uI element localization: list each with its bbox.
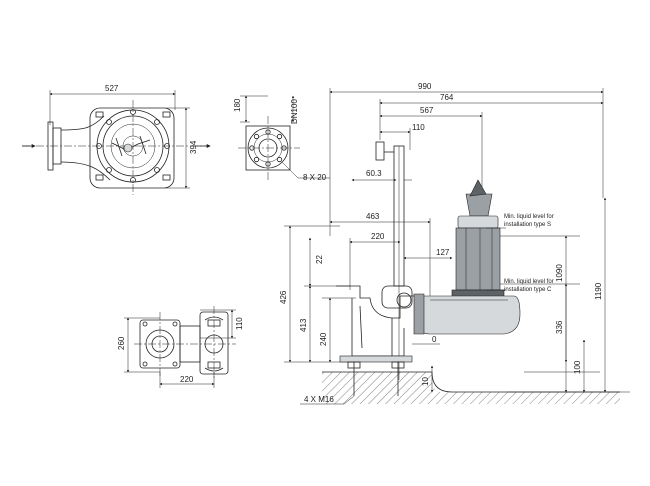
side-dim-567: 567 — [420, 106, 434, 115]
side-dim-764: 764 — [440, 93, 454, 102]
base-view: 260 110 220 — [117, 306, 244, 388]
anchor-spec: 4 X M16 — [304, 395, 334, 404]
liquid-level-s-line2: installation type S — [504, 222, 551, 228]
liquid-level-c-line2: installation type C — [504, 287, 552, 293]
top-dim-height: 394 — [189, 140, 198, 154]
side-dim-413: 413 — [299, 318, 308, 332]
side-dim-127: 127 — [436, 248, 450, 257]
side-dim-10: 10 — [421, 377, 430, 386]
liquid-level-c-line1: Min. liquid level for — [504, 279, 554, 285]
side-dim-240: 240 — [319, 332, 328, 346]
side-dim-110: 110 — [412, 123, 425, 132]
side-dim-220: 220 — [371, 232, 385, 241]
side-dim-1190: 1190 — [594, 282, 603, 300]
side-view: 990 764 567 110 60.3 463 220 127 426 22 … — [279, 82, 630, 405]
flange-view: 180 DN100 8 X 20 — [233, 95, 330, 182]
base-dim-110: 110 — [235, 317, 244, 330]
liquid-level-s-line1: Min. liquid level for — [504, 214, 554, 220]
side-dim-0: 0 — [432, 335, 437, 344]
base-dim-260: 260 — [117, 336, 126, 350]
flange-dim-180: 180 — [233, 98, 242, 112]
side-dim-990: 990 — [418, 82, 432, 91]
flange-bolt-spec: 8 X 20 — [303, 173, 327, 182]
side-dim-426: 426 — [279, 290, 288, 304]
side-dim-603: 60.3 — [366, 169, 382, 178]
side-dim-463: 463 — [366, 212, 380, 221]
flange-dim-dn: DN100 — [290, 99, 299, 124]
base-dim-220: 220 — [180, 375, 194, 384]
top-dim-width: 527 — [105, 84, 119, 93]
side-dim-336: 336 — [555, 320, 564, 334]
side-dim-100: 100 — [573, 360, 582, 374]
side-dim-1090: 1090 — [555, 264, 564, 282]
top-view: 527 394 — [22, 84, 211, 195]
side-dim-22: 22 — [315, 255, 324, 264]
